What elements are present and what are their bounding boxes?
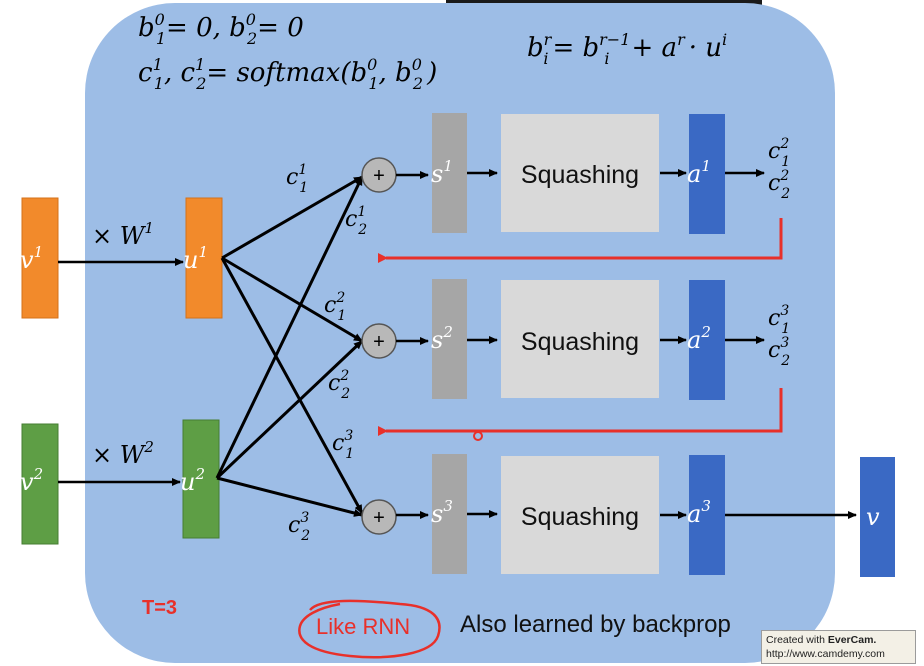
v-output-label: v [866, 503, 880, 531]
top-bar [446, 0, 762, 5]
u1-to-s2 [221, 256, 363, 343]
feedback-arrow-2 [378, 388, 783, 436]
u2-label: u2 [180, 465, 205, 496]
squashing-box [501, 280, 659, 398]
a3-label: a3 [687, 497, 711, 528]
squashing-label: Squashing [521, 503, 639, 531]
plus-node [361, 499, 397, 535]
plus-sign: + [373, 507, 385, 529]
routing-lines [215, 175, 364, 517]
u2-to-s3 [216, 476, 363, 517]
s2-label: s2 [431, 323, 453, 354]
svg-text:c32: c32 [768, 335, 790, 369]
plus-sign: + [373, 165, 385, 187]
s1-bar [432, 113, 467, 233]
like-rnn-circle [298, 599, 441, 659]
svg-text:bri= br−1i+ ar· ui: bri= br−1i+ ar· ui [527, 30, 727, 68]
squashing-label: Squashing [521, 161, 639, 189]
row-3: + s3 Squashing a3 v [361, 454, 895, 577]
a3-bar [689, 455, 725, 575]
a1-bar [689, 114, 725, 234]
feedback-arrow-1 [378, 218, 783, 263]
s3-bar [432, 454, 467, 574]
u1-label: u1 [183, 243, 208, 274]
a1-label: a1 [687, 157, 711, 188]
like-rnn-label: Like RNN [316, 614, 410, 639]
svg-text:c11, c12= softmax(b01, b02): c11, c12= softmax(b01, b02) [138, 55, 437, 93]
u1-to-s3 [220, 257, 364, 514]
w1-label: × W1 [92, 219, 154, 250]
svg-text:c21: c21 [768, 136, 790, 170]
v2-box [21, 423, 59, 545]
v1-box [21, 197, 59, 319]
svg-text:c22: c22 [768, 168, 790, 202]
u2-to-s2 [215, 339, 364, 480]
squashing-box [501, 114, 659, 232]
s3-label: s3 [431, 497, 453, 528]
u1-box [185, 197, 223, 319]
t-label: T=3 [142, 597, 177, 619]
v-output-bar [860, 457, 895, 577]
v2-label: v2 [20, 465, 43, 496]
u1-to-s1 [221, 175, 363, 260]
squashing-label: Squashing [521, 328, 639, 356]
svg-text:b01= 0, b02= 0: b01= 0, b02= 0 [138, 10, 304, 48]
a2-label: a2 [687, 323, 711, 354]
watermark-brand: EverCam. [827, 634, 877, 646]
s2-bar [432, 279, 467, 399]
watermark-url: http://www.camdemy.com [766, 648, 885, 660]
w2-label: × W2 [92, 438, 154, 469]
a2-bar [689, 280, 725, 400]
u2-box [182, 419, 220, 539]
v1-label: v1 [20, 243, 43, 274]
svg-text:c31: c31 [768, 303, 790, 337]
s1-label: s1 [431, 157, 453, 188]
squashing-box [501, 456, 659, 574]
plus-sign: + [373, 331, 385, 353]
watermark-prefix: Created with [766, 634, 828, 646]
u2-to-s1 [215, 176, 364, 479]
cursor-dot [473, 431, 483, 441]
evercam-watermark: Created with EverCam. http://www.camdemy… [761, 630, 916, 664]
backprop-note: Also learned by backprop [460, 611, 731, 638]
